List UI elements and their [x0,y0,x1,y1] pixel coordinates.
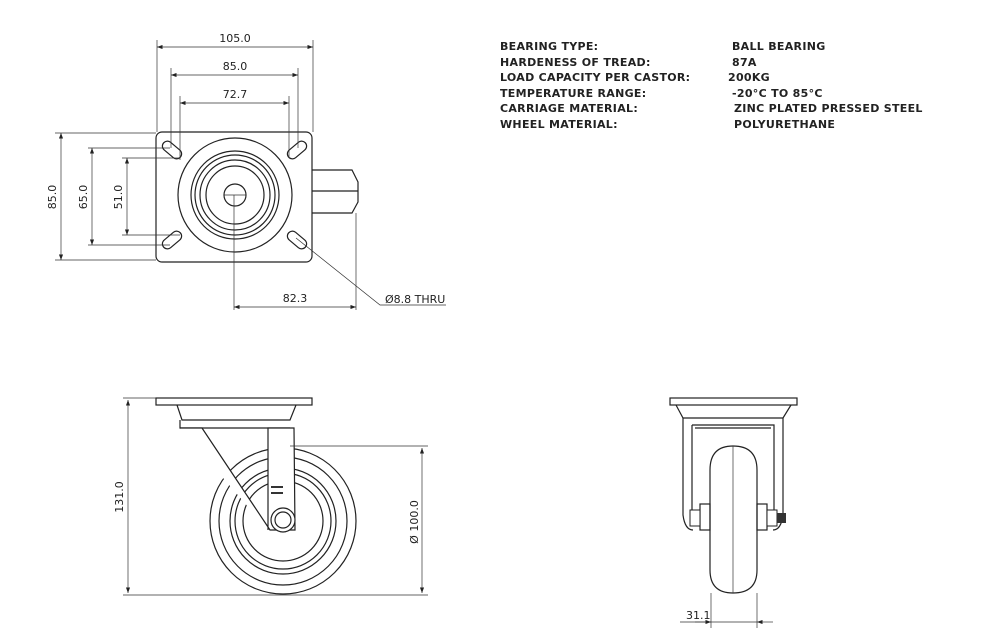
spec-label: BEARING TYPE: [500,40,599,53]
spec-value: 87A [732,55,757,69]
spec-row: WHEEL MATERIAL: POLYURETHANE [500,117,923,133]
dim-plate-depth: 85.0 [46,185,59,210]
wheel [709,445,758,594]
dim-wheel-width: 31.1 [686,609,711,622]
spec-label: TEMPERATURE RANGE: [500,86,647,100]
hole-note: Ø8.8 THRU [385,293,445,306]
top-plate [669,397,798,406]
spec-label: HARDENESS OF TREAD: [500,55,651,69]
dim-plate-width: 105.0 [219,32,251,45]
dim-hole-span-y: 65.0 [77,185,90,210]
top-plate [155,397,313,406]
mounting-slots [161,140,308,250]
dim-wheel-diameter: Ø 100.0 [408,500,421,544]
swivel-stem [312,169,359,214]
spec-row: LOAD CAPACITY PER CASTOR: 200KG [500,70,923,86]
front-view: 31.1 [669,397,798,628]
spec-label: WHEEL MATERIAL: [500,117,618,131]
dim-inner-span-x: 72.7 [223,88,248,101]
swivel-ring [177,137,293,253]
spec-label: CARRIAGE MATERIAL: [500,102,639,116]
spec-row: CARRIAGE MATERIAL: ZINC PLATED PRESSED ST… [500,101,923,117]
spec-value: BALL BEARING [732,40,826,53]
spec-value: -20°C TO 85°C [732,86,823,100]
dim-inner-span-y: 51.0 [112,185,125,210]
spec-value: POLYURETHANE [734,117,836,131]
spec-row: BEARING TYPE: BALL BEARING [500,39,923,55]
spec-value: 200KG [728,71,771,85]
spec-label: LOAD CAPACITY PER CASTOR: [500,71,691,85]
spec-value: ZINC PLATED PRESSED STEEL [734,102,923,116]
axle-nut [777,513,786,523]
dim-overall-height: 131.0 [113,481,126,513]
dim-swivel-offset: 82.3 [283,292,308,305]
dim-hole-span-x: 85.0 [223,60,248,73]
spec-row: HARDENESS OF TREAD: 87A [500,55,923,71]
spec-row: TEMPERATURE RANGE: -20°C TO 85°C [500,86,923,102]
top-view: 105.0 85.0 72.7 85.0 65.0 51.0 82.3 Ø8.8… [46,32,446,310]
side-view: 131.0 Ø 100.0 [113,397,428,596]
swivel-fork [180,427,296,531]
specifications-table: BEARING TYPE: BALL BEARING HARDENESS OF T… [500,39,923,133]
